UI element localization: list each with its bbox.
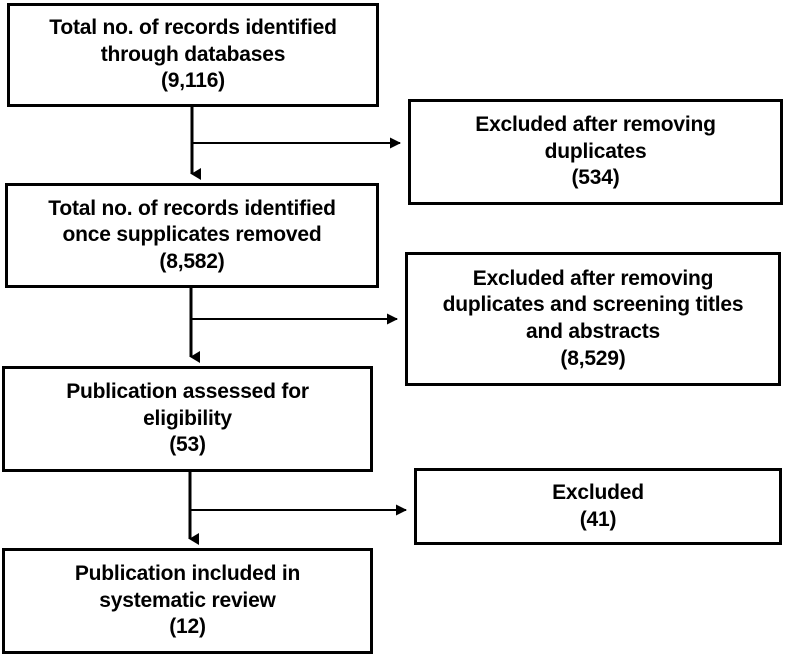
box-line: through databases — [100, 42, 286, 66]
box-count: (41) — [579, 507, 617, 531]
box-count: (8,582) — [159, 249, 225, 273]
box-line: Publication included in — [74, 562, 301, 586]
box-count: (12) — [169, 615, 206, 639]
box-count: (534) — [571, 166, 620, 190]
box-count: (9,116) — [161, 69, 225, 93]
box-excluded-duplicates: Excluded after removing duplicates (534) — [408, 99, 783, 205]
box-line: Publication assessed for — [66, 380, 309, 404]
box-line: eligibility — [143, 406, 232, 430]
box-line: Excluded — [552, 480, 644, 504]
box-publication-assessed-for-eligibility: Publication assessed for eligibility (53… — [2, 366, 373, 472]
box-line: Total no. of records identified — [48, 196, 336, 220]
box-excluded-after-screening: Excluded after removing duplicates and s… — [405, 252, 781, 386]
box-publication-included-in-review: Publication included in systematic revie… — [2, 548, 373, 654]
box-line: and abstracts — [526, 320, 660, 343]
box-line: duplicates and screening titles — [442, 293, 744, 317]
box-records-after-duplicates-removed: Total no. of records identified once sup… — [5, 183, 379, 288]
box-line: Excluded after removing — [475, 113, 716, 137]
box-excluded-final: Excluded (41) — [414, 468, 782, 545]
box-count: (53) — [169, 433, 206, 457]
box-line: once supplicates removed — [62, 223, 322, 247]
box-count: (8,529) — [560, 346, 626, 370]
box-line: duplicates — [544, 139, 647, 163]
box-records-identified: Total no. of records identified through … — [7, 3, 379, 107]
box-line: systematic review — [99, 588, 276, 612]
box-line: Total no. of records identified — [49, 16, 337, 40]
box-line: Excluded after removing — [472, 266, 714, 290]
